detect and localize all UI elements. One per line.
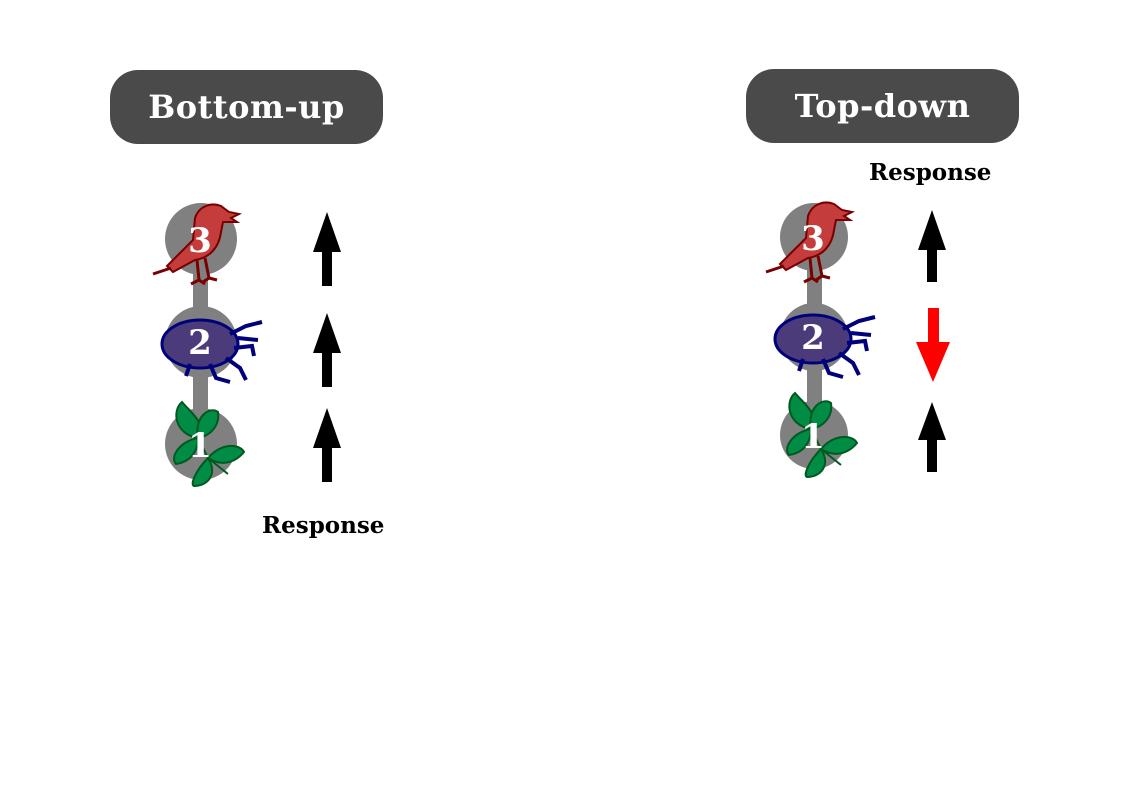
beetle-icon	[773, 313, 876, 379]
level-3-response-arrow	[918, 210, 946, 282]
level-1-response-arrow	[918, 402, 946, 472]
bird-icon	[152, 203, 243, 286]
level-2-node: 2	[773, 303, 876, 379]
level-3-number: 3	[188, 221, 212, 261]
level-3-node: 3	[152, 203, 243, 286]
level-1-number: 1	[801, 417, 825, 457]
top-down-panel: Top-down 3 2	[562, 0, 1123, 794]
level-1-node: 1	[780, 391, 859, 479]
leaf-icon	[173, 400, 246, 488]
response-label: Response	[869, 159, 992, 186]
level-2-node: 2	[160, 306, 263, 384]
beetle-icon	[160, 318, 263, 384]
response-label: Response	[262, 512, 385, 539]
bottom-up-panel: Bottom-up 3 2	[0, 0, 561, 794]
bottom-up-title: Bottom-up	[110, 70, 383, 144]
level-2-response-arrow	[313, 313, 341, 387]
level-2-response-arrow	[916, 308, 950, 382]
bottom-up-diagram: 3 2 1	[152, 203, 341, 488]
level-3-number: 3	[801, 219, 825, 259]
bird-icon	[765, 201, 856, 284]
level-2-number: 2	[188, 323, 212, 363]
level-2-number: 2	[801, 318, 825, 358]
level-1-node: 1	[165, 400, 246, 488]
top-down-diagram: 3 2 1	[765, 201, 950, 479]
level-3-response-arrow	[313, 212, 341, 286]
leaf-icon	[786, 391, 859, 479]
top-down-title: Top-down	[746, 69, 1019, 143]
level-1-number: 1	[188, 426, 212, 466]
level-1-response-arrow	[313, 408, 341, 482]
level-3-node: 3	[765, 201, 856, 284]
